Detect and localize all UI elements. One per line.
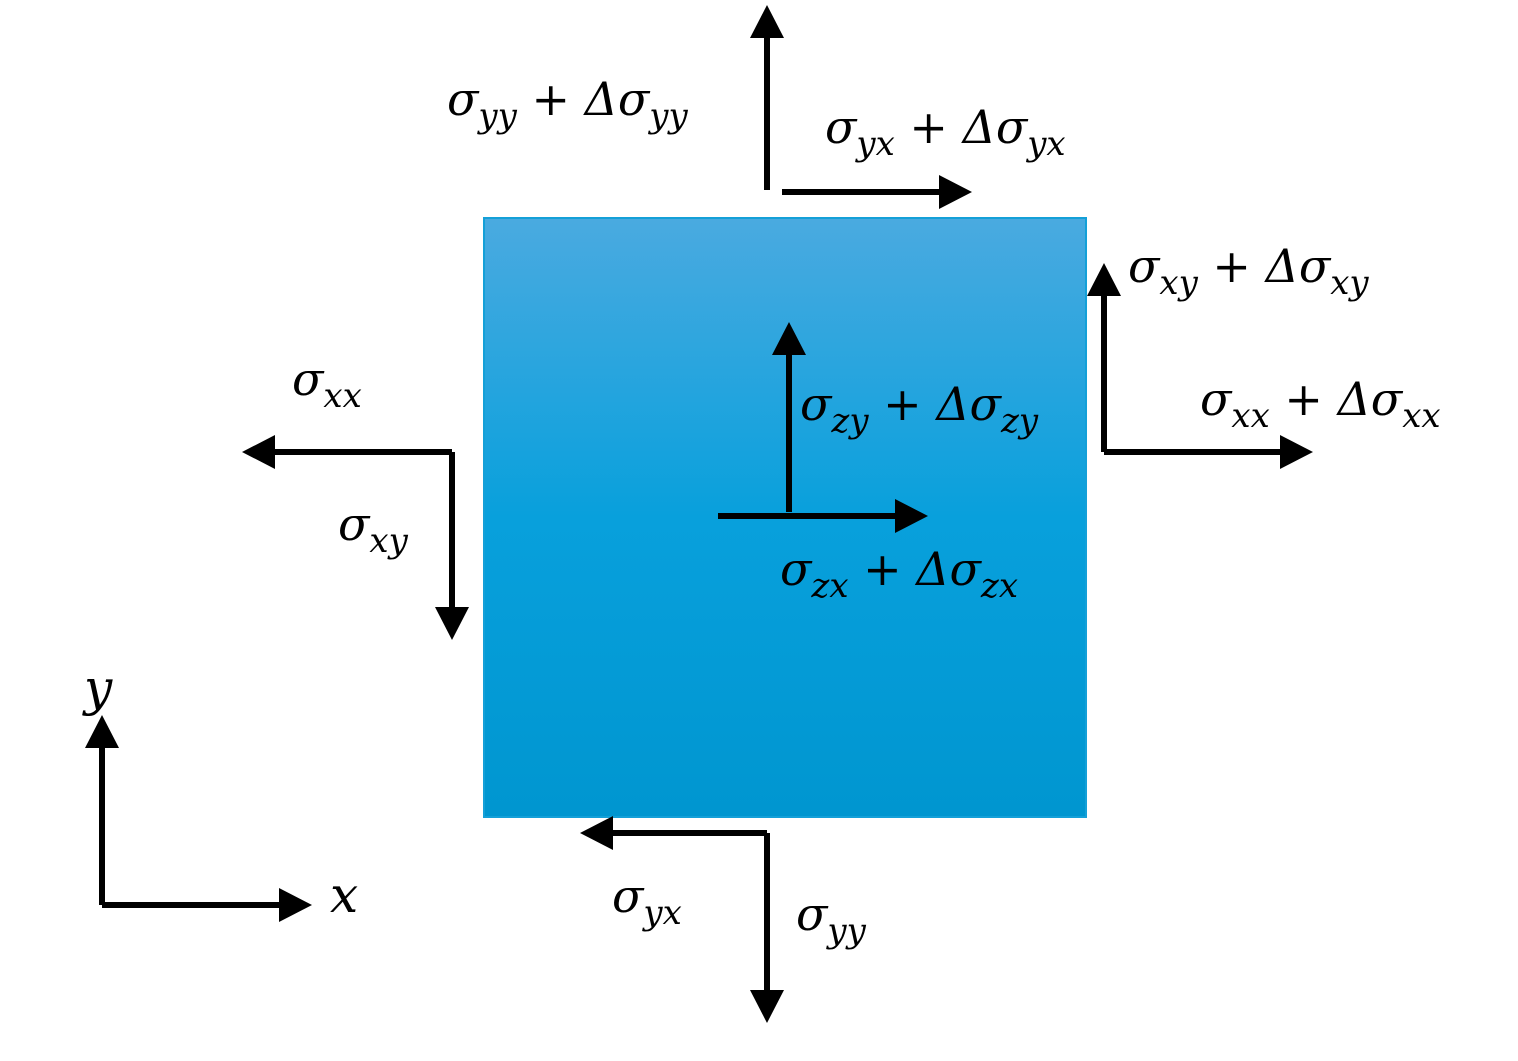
label-center-zx-stress: σzx + Δσzx	[780, 542, 1018, 606]
right-shear-arrow-head	[1087, 263, 1121, 296]
left-normal-arrow-head	[242, 435, 275, 469]
label-right-shear-stress: σxy + Δσxy	[1128, 239, 1369, 303]
label-bottom-normal-stress: σyy	[796, 887, 867, 951]
top-normal-arrow-head	[750, 5, 784, 38]
right-normal-arrow-head	[1280, 435, 1313, 469]
axis-label-y: y	[82, 659, 113, 717]
axis-y-arrow-head	[85, 715, 119, 748]
label-left-shear-stress: σxy	[338, 497, 409, 561]
label-left-normal-stress: σxx	[292, 352, 362, 416]
label-center-zy-stress: σzy + Δσzy	[800, 377, 1039, 441]
bottom-normal-arrow-head	[750, 990, 784, 1023]
axis-x-arrow-head	[279, 888, 312, 922]
center-zy-arrow-head	[772, 322, 806, 355]
center-zx-arrow-head	[895, 499, 928, 533]
label-top-shear-stress: σyx + Δσyx	[825, 100, 1066, 164]
label-bottom-shear-stress: σyx	[612, 869, 682, 933]
label-top-normal-stress: σyy + Δσyy	[447, 72, 688, 136]
arrows-group	[85, 5, 1313, 1023]
top-shear-arrow-head	[939, 175, 972, 209]
label-right-normal-stress: σxx + Δσxx	[1200, 372, 1441, 436]
axis-label-x: x	[330, 866, 358, 924]
left-shear-arrow-head	[435, 607, 469, 640]
bottom-shear-arrow-head	[580, 816, 613, 850]
